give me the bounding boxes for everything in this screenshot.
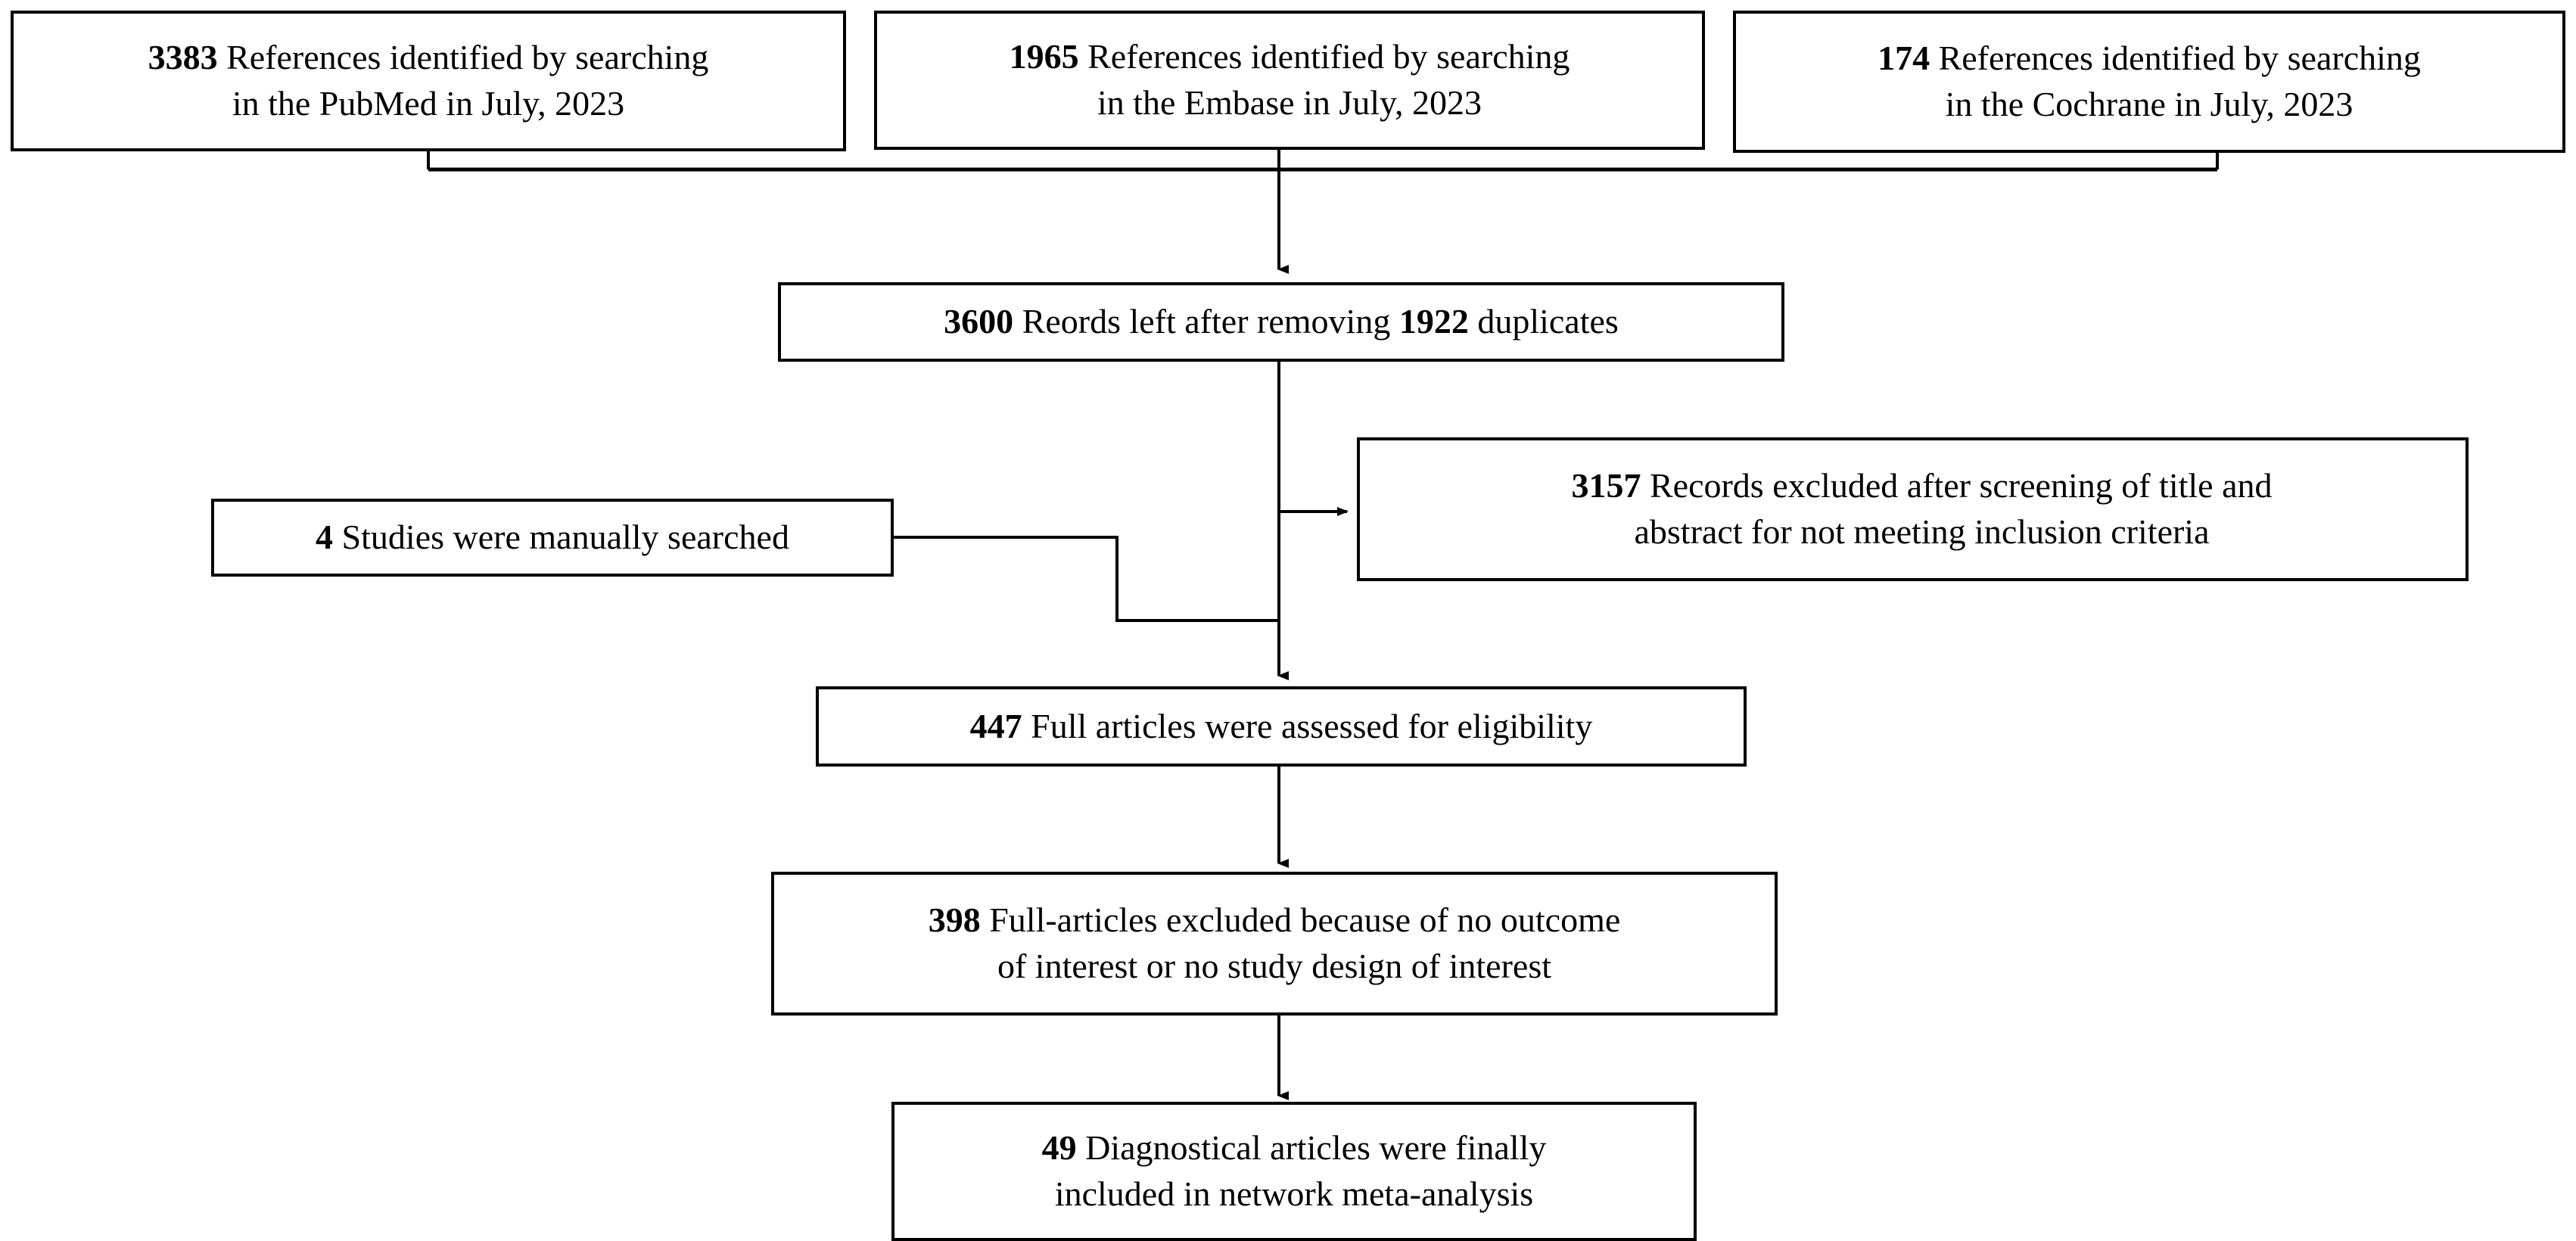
node-source-pubmed: 3383 References identified by searching … [11,11,846,151]
node-records-excluded-screening-line1: Records excluded after screening of titl… [1641,466,2273,505]
node-source-cochrane-label: 174 References identified by searching i… [1748,36,2550,127]
node-source-embase: 1965 References identified by searching … [874,11,1705,150]
node-full-articles-assessed: 447 Full articles were assessed for elig… [816,686,1747,767]
node-included-final-line1: Diagnostical articles were finally [1076,1128,1547,1168]
node-full-articles-assessed-label: 447 Full articles were assessed for elig… [831,704,1731,750]
node-records-excluded-screening: 3157 Records excluded after screening of… [1357,437,2469,581]
node-records-excluded-screening-count: 3157 [1571,466,1641,505]
node-records-deduplicated-tail: duplicates [1468,302,1619,341]
node-records-deduplicated-count: 3600 [944,302,1014,341]
node-source-pubmed-label: 3383 References identified by searching … [26,35,831,126]
node-full-articles-excluded-label: 398 Full-articles excluded because of no… [786,897,1762,989]
node-records-deduplicated-mid: Reords left after removing [1013,302,1399,341]
node-source-pubmed-count: 3383 [148,38,218,77]
node-full-articles-excluded-count: 398 [928,900,981,940]
node-full-articles-assessed-line1: Full articles were assessed for eligibil… [1022,706,1593,745]
connector-manual-search-to-spine [894,536,1279,622]
node-full-articles-excluded: 398 Full-articles excluded because of no… [771,872,1778,1016]
node-included-final-count: 49 [1041,1128,1077,1168]
node-source-cochrane: 174 References identified by searching i… [1733,11,2565,153]
node-full-articles-excluded-line2: of interest or no study design of intere… [997,947,1552,985]
node-records-excluded-screening-label: 3157 Records excluded after screening of… [1390,463,2453,555]
node-source-embase-label: 1965 References identified by searching … [889,34,1690,126]
node-source-cochrane-line2: in the Cochrane in July, 2023 [1945,85,2354,123]
node-included-final-label: 49 Diagnostical articles were finally in… [907,1125,1682,1217]
node-full-articles-assessed-count: 447 [969,706,1022,745]
node-source-embase-count: 1965 [1009,37,1079,76]
node-records-deduplicated-label: 3600 Reords left after removing 1922 dup… [793,299,1769,345]
node-records-deduplicated-duplicates: 1922 [1398,302,1469,341]
node-source-cochrane-count: 174 [1878,39,1930,78]
node-full-articles-excluded-line1: Full-articles excluded because of no out… [980,900,1621,940]
node-records-excluded-screening-line2: abstract for not meeting inclusion crite… [1634,512,2210,551]
node-source-pubmed-line1: References identified by searching [217,38,709,77]
node-manual-search-line1: Studies were manually searched [333,518,789,557]
node-manual-search: 4 Studies were manually searched [211,499,894,577]
node-manual-search-label: 4 Studies were manually searched [226,515,879,561]
node-manual-search-count: 4 [316,518,334,557]
node-included-final-line2: included in network meta-analysis [1054,1174,1534,1213]
node-source-cochrane-line1: References identified by searching [1930,39,2421,78]
node-source-embase-line1: References identified by searching [1078,37,1570,76]
node-source-pubmed-line2: in the PubMed in July, 2023 [232,84,625,123]
node-included-final: 49 Diagnostical articles were finally in… [891,1102,1697,1241]
node-records-deduplicated: 3600 Reords left after removing 1922 dup… [778,282,1784,362]
node-source-embase-line2: in the Embase in July, 2023 [1097,83,1482,122]
